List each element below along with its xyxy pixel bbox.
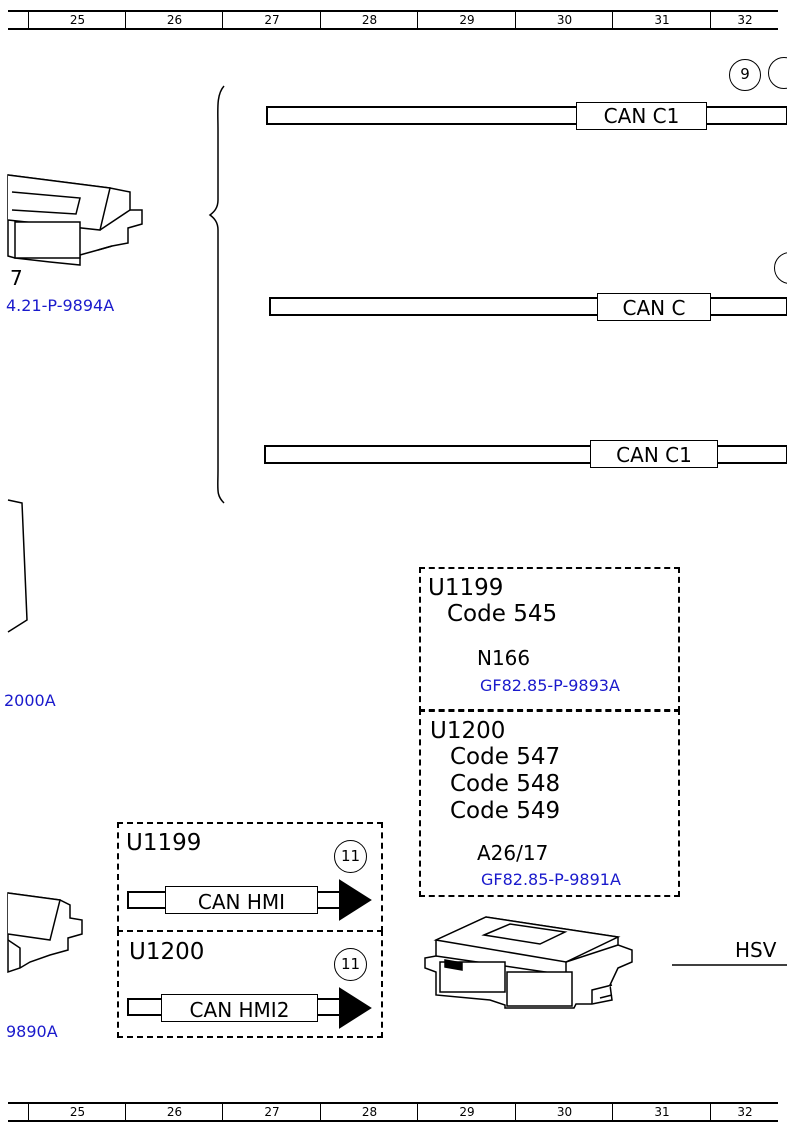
ruler-cell: 29 [417, 12, 516, 28]
bottom-column-ruler: 25 26 27 28 29 30 31 32 [8, 1102, 778, 1122]
dtc-code: Code 545 [447, 601, 558, 627]
ruler-cell: 25 [28, 12, 126, 28]
doc-ref-link[interactable]: 2000A [4, 691, 56, 710]
ruler-cell: 32 [710, 1104, 779, 1120]
component-code-fragment: 7 [10, 266, 23, 290]
can-hmi2-label: CAN HMI2 [161, 994, 318, 1022]
dtc-code: Code 548 [450, 771, 561, 797]
fault-code: U1199 [126, 830, 202, 856]
dtc-code: Code 549 [450, 798, 561, 824]
hsv-label: HSV [735, 938, 777, 962]
component-name: N166 [477, 646, 531, 670]
ref-circle-11: 11 [334, 948, 367, 981]
fault-code: U1199 [428, 575, 504, 601]
can-c1-bottom-label: CAN C1 [590, 440, 718, 468]
bus-brace [208, 85, 225, 504]
dtc-code: Code 547 [450, 744, 561, 770]
control-unit-a26-17 [424, 916, 633, 1009]
ruler-cell: 27 [222, 1104, 321, 1120]
ruler-cell: 26 [125, 1104, 223, 1120]
control-unit-bottom-left [7, 892, 83, 974]
doc-ref-link[interactable]: GF82.85-P-9893A [480, 676, 620, 695]
fault-box-n166 [419, 567, 680, 712]
can-c1-top-label: CAN C1 [576, 102, 707, 130]
ruler-cell: 30 [515, 1104, 613, 1120]
fault-code: U1200 [430, 718, 506, 744]
ref-circle-11: 11 [334, 840, 367, 873]
doc-ref-link[interactable]: GF82.85-P-9891A [481, 870, 621, 889]
can-c1-top-wire [266, 106, 787, 125]
ruler-cell: 28 [320, 1104, 418, 1120]
ruler-cell: 31 [612, 1104, 711, 1120]
can-hmi-label: CAN HMI [165, 886, 318, 914]
ruler-cell: 29 [417, 1104, 516, 1120]
component-name: A26/17 [477, 841, 549, 865]
fault-box-can-hmi2 [117, 930, 383, 1038]
ruler-cell: 31 [612, 12, 711, 28]
ruler-cell: 25 [28, 1104, 126, 1120]
control-unit-mid-left [7, 499, 28, 633]
ruler-cell: 30 [515, 12, 613, 28]
ruler-cell: 32 [710, 12, 779, 28]
can-c-middle-label: CAN C [597, 293, 711, 321]
ref-circle-9: 9 [729, 59, 761, 91]
ruler-cell: 28 [320, 12, 418, 28]
ruler-cell: 26 [125, 12, 223, 28]
control-unit-top-left [7, 174, 143, 266]
doc-ref-link[interactable]: 4.21-P-9894A [6, 296, 115, 315]
top-column-ruler: 25 26 27 28 29 30 31 32 [8, 10, 778, 30]
doc-ref-link[interactable]: 9890A [6, 1022, 58, 1041]
fault-box-a26-17 [419, 709, 680, 897]
fault-code: U1200 [129, 939, 205, 965]
ruler-cell: 27 [222, 12, 321, 28]
